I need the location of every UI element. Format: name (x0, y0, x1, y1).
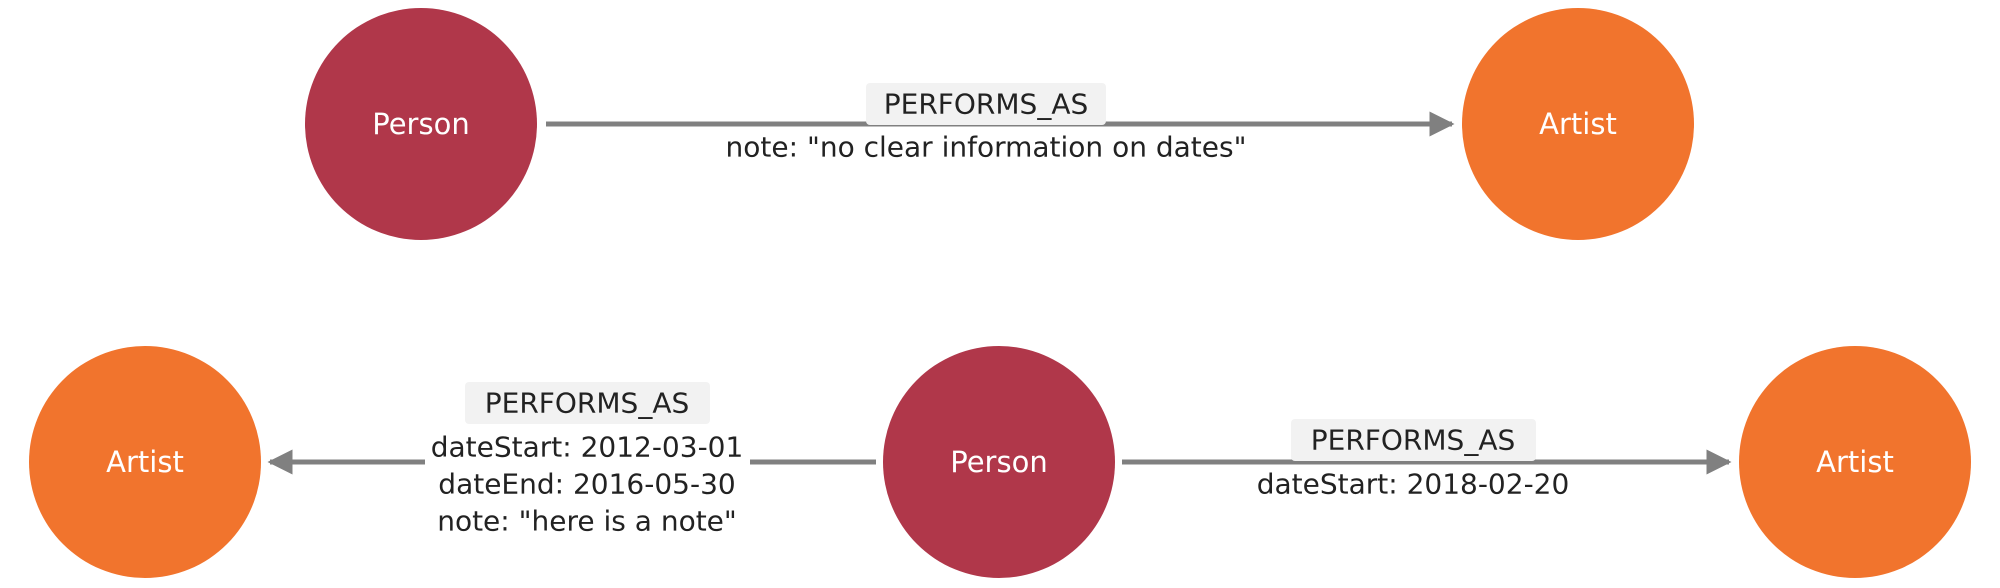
node-artist-left[interactable]: Artist (29, 346, 261, 578)
edge-property: dateEnd: 2016-05-30 (438, 468, 735, 501)
node-label: Artist (1816, 445, 1894, 479)
node-person[interactable]: Person (883, 346, 1115, 578)
node-artist-right[interactable]: Artist (1739, 346, 1971, 578)
edge-type-label: PERFORMS_AS (485, 387, 690, 420)
edge-prop-bg (730, 128, 1242, 166)
edge-label-bg (1291, 419, 1536, 461)
edge-label-bg (465, 382, 710, 424)
node-artist[interactable]: Artist (1462, 8, 1694, 240)
edge-property: note: "here is a note" (437, 505, 737, 538)
edge-property: dateStart: 2018-02-20 (1257, 468, 1570, 501)
edge-property: dateStart: 2012-03-01 (431, 431, 744, 464)
node-label: Person (950, 445, 1047, 479)
edge-type-label: PERFORMS_AS (1311, 424, 1516, 457)
graph-2: PERFORMS_AS dateStart: 2012-03-01 dateEn… (29, 346, 1971, 578)
edge-prop-bg (425, 425, 750, 545)
edge-type-label: PERFORMS_AS (884, 88, 1089, 121)
edge-property: note: "no clear information on dates" (726, 131, 1247, 164)
node-label: Artist (1539, 107, 1617, 141)
node-label: Artist (106, 445, 184, 479)
graph-1: PERFORMS_AS note: "no clear information … (305, 8, 1694, 240)
node-person[interactable]: Person (305, 8, 537, 240)
edge-label-bg (866, 83, 1106, 125)
edge-prop-bg (1250, 465, 1576, 503)
node-label: Person (372, 107, 469, 141)
